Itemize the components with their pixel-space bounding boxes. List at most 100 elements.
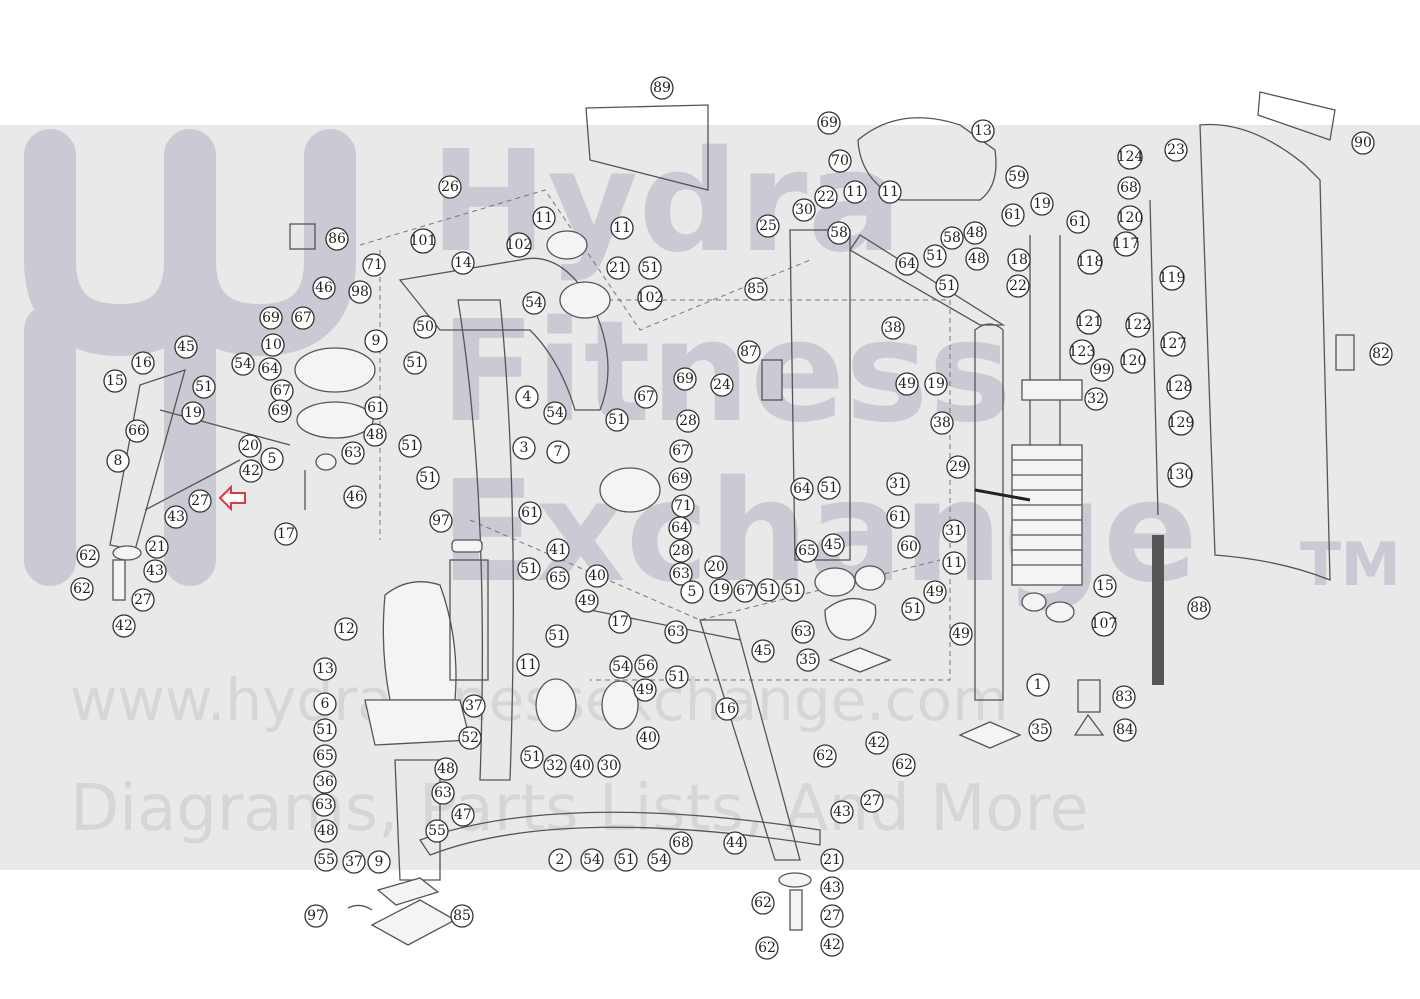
callout-number: 88: [1190, 600, 1208, 616]
callout-number: 59: [1008, 169, 1026, 185]
callout-64: 64: [668, 516, 692, 540]
callout-7: 7: [546, 440, 570, 464]
callout-44: 44: [723, 831, 747, 855]
callout-35: 35: [1028, 718, 1052, 742]
callout-51: 51: [605, 408, 629, 432]
seat-pad-6: [364, 699, 471, 746]
callout-number: 89: [653, 80, 671, 96]
callout-number: 22: [1009, 278, 1027, 294]
callout-48: 48: [963, 221, 987, 245]
callout-number: 67: [672, 443, 690, 459]
callout-51: 51: [192, 375, 216, 399]
callout-15: 15: [103, 369, 127, 393]
callout-55: 55: [314, 848, 338, 872]
callout-number: 19: [927, 376, 945, 392]
callout-number: 26: [441, 179, 459, 195]
callout-number: 54: [525, 295, 543, 311]
callout-62: 62: [76, 544, 100, 568]
callout-22: 22: [814, 185, 838, 209]
callout-number: 87: [740, 344, 758, 360]
part-drawings: [109, 91, 1355, 946]
callout-25: 25: [756, 214, 780, 238]
callout-61: 61: [886, 505, 910, 529]
callout-number: 61: [1004, 207, 1022, 223]
callout-21: 21: [145, 535, 169, 559]
callout-120: 120: [1120, 348, 1146, 374]
callout-number: 90: [1354, 135, 1372, 151]
callout-63: 63: [431, 781, 455, 805]
callout-number: 61: [521, 505, 539, 521]
frame-outline-mid: [590, 299, 951, 681]
callout-63: 63: [664, 620, 688, 644]
callout-51: 51: [403, 351, 427, 375]
callout-number: 12: [337, 621, 355, 637]
callout-11: 11: [942, 551, 966, 575]
callout-number: 58: [830, 225, 848, 241]
callout-number: 27: [191, 493, 209, 509]
callout-127: 127: [1160, 331, 1186, 357]
callout-12: 12: [334, 617, 358, 641]
callout-number: 35: [1031, 722, 1049, 738]
callout-62: 62: [755, 936, 779, 960]
callout-number: 65: [798, 543, 816, 559]
callout-number: 64: [793, 481, 811, 497]
base-plate-35: [958, 721, 1022, 749]
callout-14: 14: [451, 251, 475, 275]
callout-number: 27: [134, 592, 152, 608]
callout-82: 82: [1369, 342, 1393, 366]
weight-stack-15: [1011, 444, 1083, 586]
callout-11: 11: [532, 206, 556, 230]
callout-40: 40: [570, 754, 594, 778]
callout-48: 48: [314, 819, 338, 843]
callout-number: 62: [816, 748, 834, 764]
callout-60: 60: [897, 535, 921, 559]
callout-26: 26: [438, 175, 462, 199]
callout-11: 11: [610, 216, 634, 240]
callout-30: 30: [597, 754, 621, 778]
callout-number: 16: [134, 355, 152, 371]
callout-67: 67: [634, 385, 658, 409]
callout-20: 20: [238, 434, 262, 458]
cam-7: [599, 467, 661, 513]
callout-number: 51: [406, 355, 424, 371]
callout-number: 35: [799, 652, 817, 668]
callout-56: 56: [634, 654, 658, 678]
callout-number: 42: [868, 735, 886, 751]
callout-number: 56: [637, 658, 655, 674]
callout-number: 51: [608, 412, 626, 428]
callout-number: 55: [428, 823, 446, 839]
column-37: [449, 559, 489, 681]
callout-number: 29: [949, 459, 967, 475]
callout-27: 27: [188, 489, 212, 513]
callout-54: 54: [543, 401, 567, 425]
callout-number: 117: [1113, 236, 1140, 252]
callout-number: 48: [437, 761, 455, 777]
callout-51: 51: [923, 244, 947, 268]
callout-32: 32: [1084, 387, 1108, 411]
callout-28: 28: [669, 539, 693, 563]
callout-number: 50: [416, 319, 434, 335]
callout-number: 11: [881, 184, 899, 200]
callout-number: 7: [554, 444, 563, 460]
callout-number: 22: [817, 189, 835, 205]
callout-63: 63: [312, 793, 336, 817]
callout-5: 5: [260, 447, 284, 471]
bumper-107: [1045, 601, 1075, 623]
callout-number: 32: [546, 758, 564, 774]
callout-number: 51: [668, 669, 686, 685]
callout-49: 49: [575, 589, 599, 613]
callout-number: 51: [523, 749, 541, 765]
callout-67: 67: [270, 379, 294, 403]
callout-9: 9: [367, 850, 391, 874]
callout-number: 19: [184, 405, 202, 421]
callout-number: 13: [316, 661, 334, 677]
callout-42: 42: [820, 933, 844, 957]
callout-90: 90: [1351, 131, 1375, 155]
callout-number: 40: [573, 758, 591, 774]
handle-27: [112, 559, 126, 601]
callout-68: 68: [669, 831, 693, 855]
callout-19: 19: [181, 401, 205, 425]
callout-24: 24: [710, 373, 734, 397]
decal-86: [289, 223, 316, 250]
callout-42: 42: [865, 731, 889, 755]
